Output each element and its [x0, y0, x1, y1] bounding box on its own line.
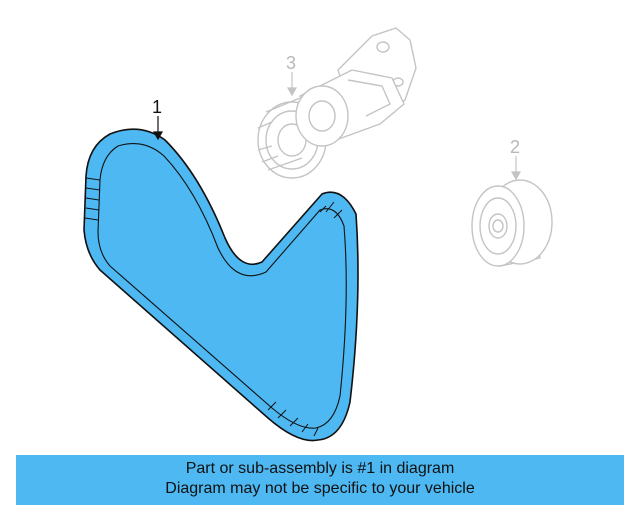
callout-leader-1 — [152, 116, 164, 141]
caption-line-2: Diagram may not be specific to your vehi… — [165, 480, 475, 497]
serpentine-belt-icon — [83, 128, 359, 442]
callout-leader-3 — [286, 72, 298, 97]
callout-label-3: 3 — [286, 53, 296, 73]
callout-label-2: 2 — [510, 137, 520, 157]
callout-label-1: 1 — [152, 97, 162, 117]
caption-line-1: Part or sub-assembly is #1 in diagram — [185, 460, 455, 477]
idler-pulley-icon — [471, 179, 553, 267]
callout-leader-2 — [510, 156, 522, 181]
belt-tensioner-icon — [257, 27, 417, 179]
caption-banner: Part or sub-assembly is #1 in diagram Di… — [16, 455, 624, 505]
